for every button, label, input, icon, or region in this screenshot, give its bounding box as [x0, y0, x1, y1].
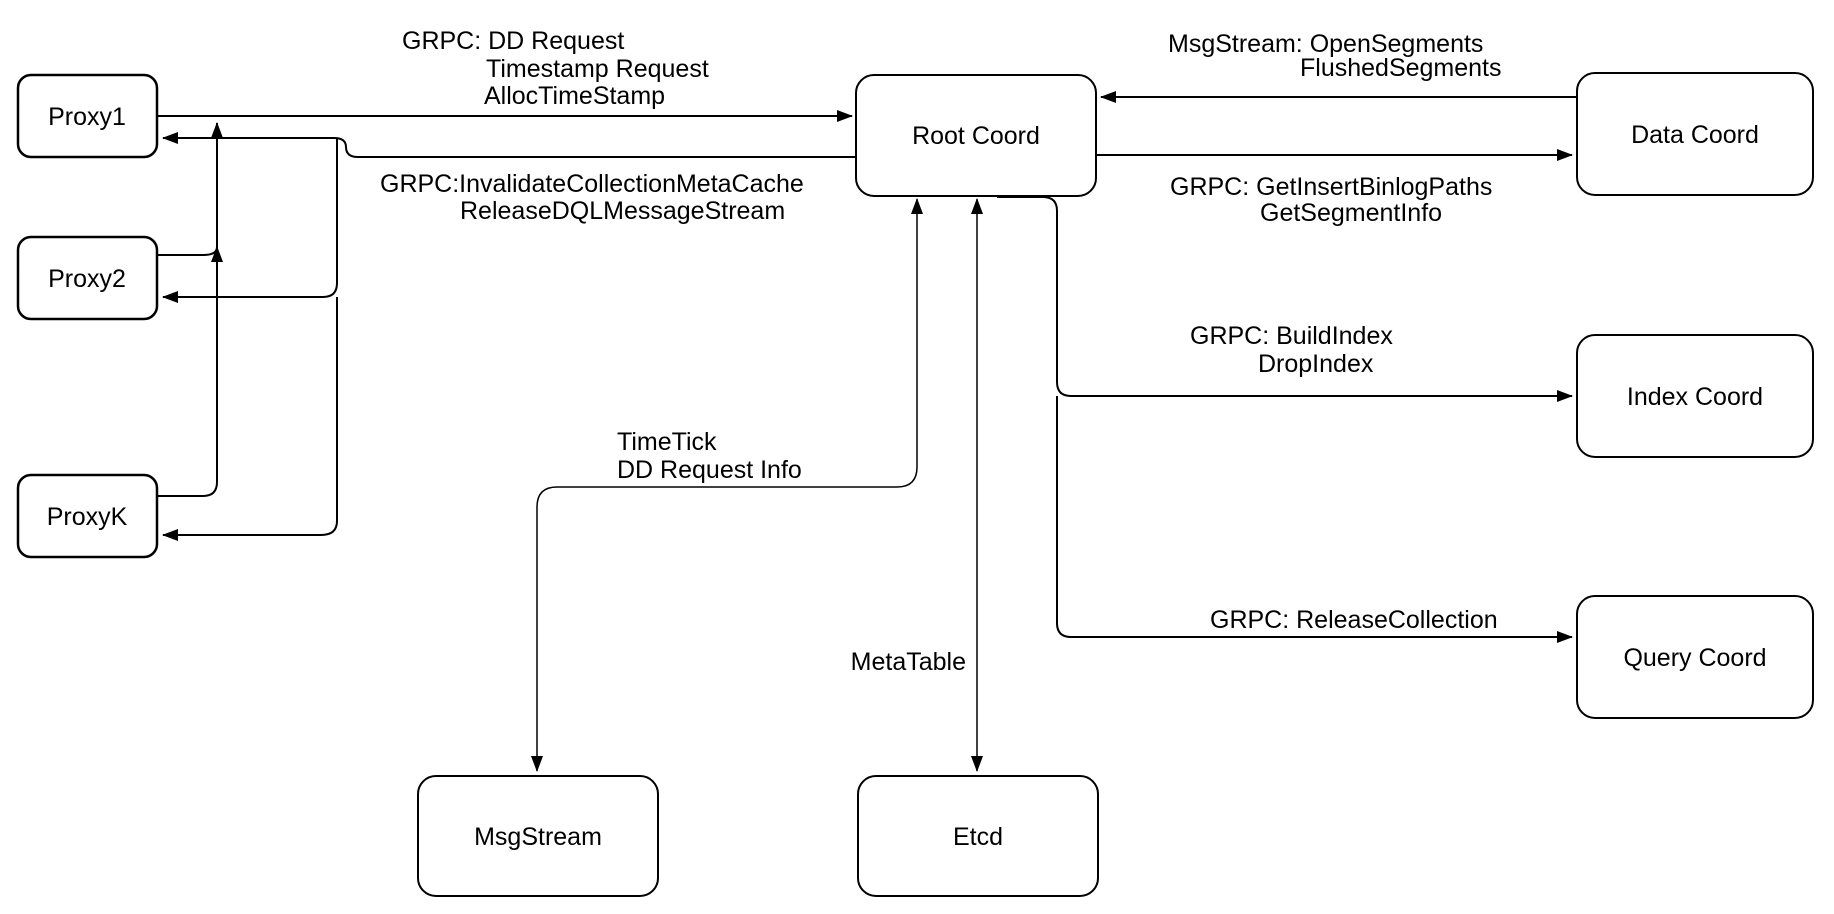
edge-proxy2-merge-trunk — [157, 246, 223, 263]
edge-rootcoord-to-proxy1 — [162, 132, 856, 158]
node-index-coord-label: Index Coord — [1627, 383, 1763, 411]
node-proxyk-label: ProxyK — [47, 503, 128, 531]
label-line: FlushedSegments — [1300, 54, 1502, 82]
edge-rootcoord-to-proxyk — [162, 297, 338, 541]
label-root-to-query: GRPC: ReleaseCollection — [1210, 606, 1498, 634]
edge-rootcoord-to-indexcoord — [997, 196, 1573, 402]
edge-rootcoord-to-proxy2 — [162, 139, 338, 303]
node-proxyk: ProxyK — [16, 473, 159, 559]
node-root-coord-box — [855, 74, 1097, 197]
node-proxy2-box — [16, 235, 159, 321]
label-line: DropIndex — [1258, 350, 1374, 378]
label-line: Timestamp Request — [486, 55, 709, 83]
label-line: GRPC: ReleaseCollection — [1210, 606, 1498, 634]
node-etcd-box — [857, 775, 1099, 897]
edge-proxyk-merge-trunk — [157, 122, 223, 497]
label-line: TimeTick — [617, 428, 717, 456]
label-line: GetSegmentInfo — [1260, 199, 1442, 227]
node-proxy2: Proxy2 — [16, 235, 159, 321]
node-etcd: Etcd — [857, 775, 1099, 897]
edge-rootcoord-to-querycoord — [1056, 396, 1573, 643]
label-data-to-root: MsgStream: OpenSegments FlushedSegments — [1168, 30, 1502, 82]
node-msg-stream-box — [417, 775, 659, 897]
node-query-coord-label: Query Coord — [1623, 644, 1766, 672]
label-line: GRPC: BuildIndex — [1190, 322, 1393, 350]
node-root-coord: Root Coord — [855, 74, 1097, 197]
label-root-to-msgstream: TimeTick DD Request Info — [617, 428, 802, 484]
node-proxy1-label: Proxy1 — [48, 103, 126, 131]
label-line: ReleaseDQLMessageStream — [460, 197, 785, 225]
node-proxy1-box — [16, 73, 159, 159]
label-proxy-to-root: GRPC: DD Request Timestamp Request Alloc… — [402, 27, 709, 110]
label-line: GRPC: GetInsertBinlogPaths — [1170, 173, 1492, 201]
node-index-coord-box — [1576, 334, 1814, 458]
node-index-coord: Index Coord — [1576, 334, 1814, 458]
node-etcd-label: Etcd — [953, 823, 1003, 851]
node-msg-stream: MsgStream — [417, 775, 659, 897]
node-data-coord-box — [1576, 72, 1814, 196]
label-line: GRPC:InvalidateCollectionMetaCache — [380, 170, 804, 198]
label-line: MetaTable — [851, 648, 966, 676]
node-proxy2-label: Proxy2 — [48, 265, 126, 293]
label-line: AllocTimeStamp — [484, 82, 665, 110]
node-query-coord: Query Coord — [1576, 595, 1814, 719]
label-root-to-data: GRPC: GetInsertBinlogPaths GetSegmentInf… — [1170, 173, 1492, 227]
label-root-to-proxies: GRPC:InvalidateCollectionMetaCache Relea… — [380, 170, 804, 225]
label-line: DD Request Info — [617, 456, 802, 484]
label-root-to-index: GRPC: BuildIndex DropIndex — [1190, 322, 1393, 378]
label-line: MsgStream: OpenSegments — [1168, 30, 1483, 58]
node-data-coord-label: Data Coord — [1631, 121, 1759, 149]
node-msg-stream-label: MsgStream — [474, 823, 602, 851]
edge-rootcoord-msgstream — [531, 198, 923, 772]
label-line: GRPC: DD Request — [402, 27, 624, 55]
label-root-to-etcd: MetaTable — [851, 648, 966, 676]
node-query-coord-box — [1576, 595, 1814, 719]
node-proxy1: Proxy1 — [16, 73, 159, 159]
node-data-coord: Data Coord — [1576, 72, 1814, 196]
node-root-coord-label: Root Coord — [912, 122, 1040, 150]
node-proxyk-box — [16, 473, 159, 559]
